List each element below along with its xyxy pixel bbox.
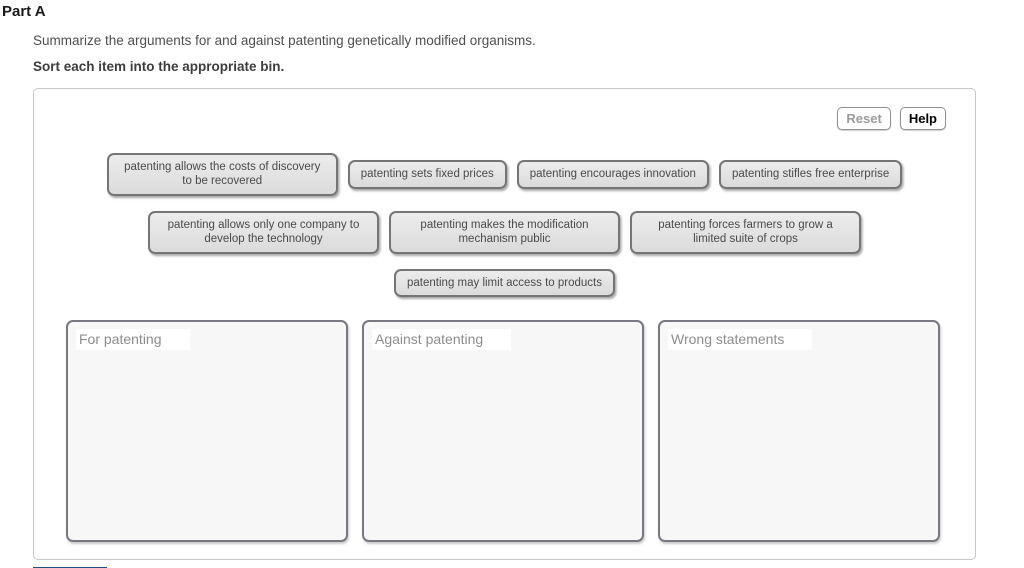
chip-row-2: patenting allows only one company to dev…: [148, 210, 861, 254]
sorting-panel: Reset Help patenting allows the costs of…: [33, 88, 976, 560]
bin-against-patenting[interactable]: Against patenting: [362, 319, 644, 542]
bins-area: For patenting Against patenting Wrong st…: [66, 319, 975, 542]
draggable-chip[interactable]: patenting stifles free enterprise: [718, 160, 903, 189]
question-content: Summarize the arguments for and against …: [33, 33, 976, 568]
bin-label: Wrong statements: [668, 328, 813, 350]
draggable-chip[interactable]: patenting forces farmers to grow a limit…: [630, 210, 861, 254]
bin-label: Against patenting: [372, 328, 512, 350]
chips-area: patenting allows the costs of discovery …: [34, 89, 975, 297]
draggable-chip[interactable]: patenting sets fixed prices: [347, 160, 507, 189]
bin-label: For patenting: [76, 328, 190, 350]
draggable-chip[interactable]: patenting may limit access to products: [394, 268, 615, 297]
draggable-chip[interactable]: patenting makes the modification mechani…: [389, 210, 620, 254]
chip-row-3: patenting may limit access to products: [394, 268, 615, 297]
draggable-chip[interactable]: patenting allows the costs of discovery …: [106, 153, 338, 196]
panel-toolbar: Reset Help: [837, 107, 946, 130]
bin-for-patenting[interactable]: For patenting: [66, 319, 348, 542]
draggable-chip[interactable]: patenting allows only one company to dev…: [148, 210, 379, 254]
help-button[interactable]: Help: [899, 107, 946, 130]
sort-instruction: Sort each item into the appropriate bin.: [33, 59, 285, 74]
draggable-chip[interactable]: patenting encourages innovation: [516, 160, 709, 189]
question-instruction: Summarize the arguments for and against …: [33, 33, 536, 48]
reset-button[interactable]: Reset: [837, 107, 891, 130]
part-title: Part A: [2, 3, 46, 20]
chip-row-1: patenting allows the costs of discovery …: [106, 153, 903, 196]
bin-wrong-statements[interactable]: Wrong statements: [658, 319, 940, 542]
